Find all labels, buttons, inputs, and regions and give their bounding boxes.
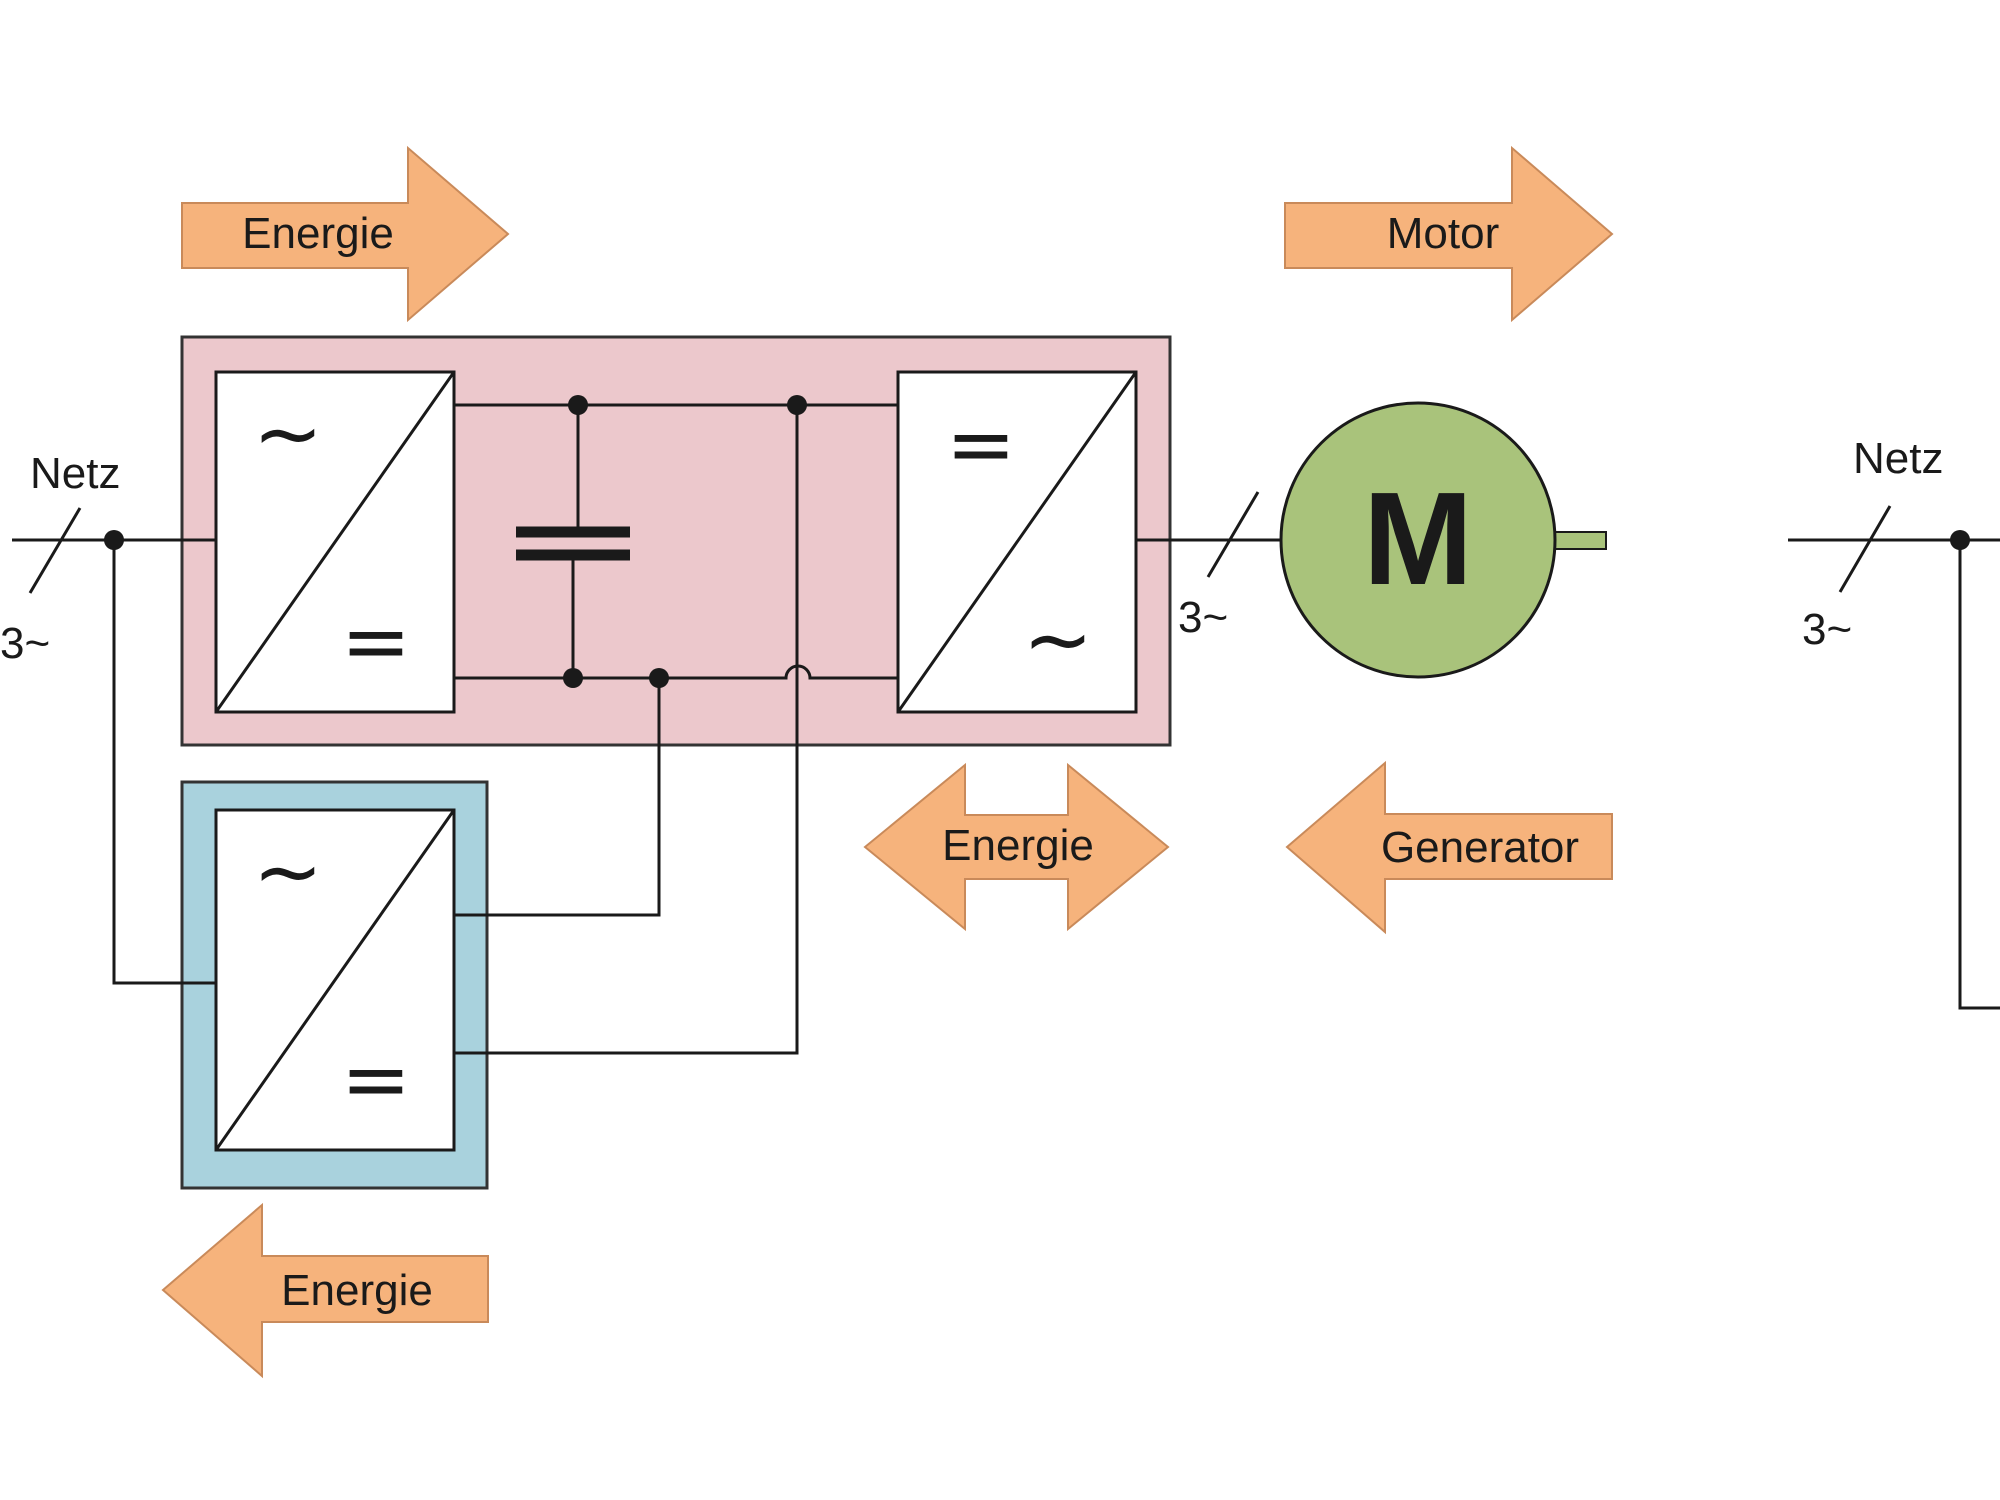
- arrow-generator: Generator: [1285, 760, 1613, 935]
- mains-input-right: Netz 3~: [1788, 434, 2000, 1010]
- motor-letter: M: [1363, 465, 1473, 612]
- arrow-energy-top: Energie: [181, 145, 510, 323]
- arrow-energy-bottom-label: Energie: [281, 1266, 433, 1315]
- inverter-block: = ~: [896, 370, 1138, 714]
- arrow-energy-middle: Energie: [863, 762, 1170, 932]
- feedback-wiring: [112, 405, 799, 1055]
- arrow-energy-bottom: Energie: [161, 1202, 489, 1379]
- feedback-converter-block: ~ =: [214, 808, 456, 1152]
- rectifier-block: ~ =: [214, 370, 456, 714]
- inverter-ac-symbol: ~: [1023, 590, 1093, 688]
- netz-label-right: Netz: [1853, 434, 1943, 483]
- phase-label-left: 3~: [0, 619, 50, 668]
- motor: M: [1279, 401, 1607, 679]
- motor-circle: [1279, 401, 1557, 679]
- inverter-dc-symbol: =: [946, 395, 1016, 493]
- motor-output: 3~: [1136, 491, 1280, 642]
- arrow-motor-label: Motor: [1387, 209, 1499, 258]
- feedback-dc-symbol: =: [341, 1030, 411, 1128]
- arrow-motor: Motor: [1284, 145, 1614, 323]
- phase-label-right: 3~: [1802, 605, 1852, 654]
- phase-label-motor: 3~: [1178, 593, 1228, 642]
- feedback-ac-symbol: ~: [253, 822, 323, 920]
- rectifier-dc-symbol: =: [341, 592, 411, 690]
- arrow-energy-top-label: Energie: [242, 209, 394, 258]
- motor-shaft: [1547, 531, 1607, 550]
- arrow-energy-middle-label: Energie: [942, 821, 1094, 870]
- netz-label-left: Netz: [30, 449, 120, 498]
- rectifier-ac-symbol: ~: [253, 384, 323, 482]
- arrow-generator-label: Generator: [1381, 823, 1579, 872]
- mains-input-left: Netz 3~: [0, 449, 216, 668]
